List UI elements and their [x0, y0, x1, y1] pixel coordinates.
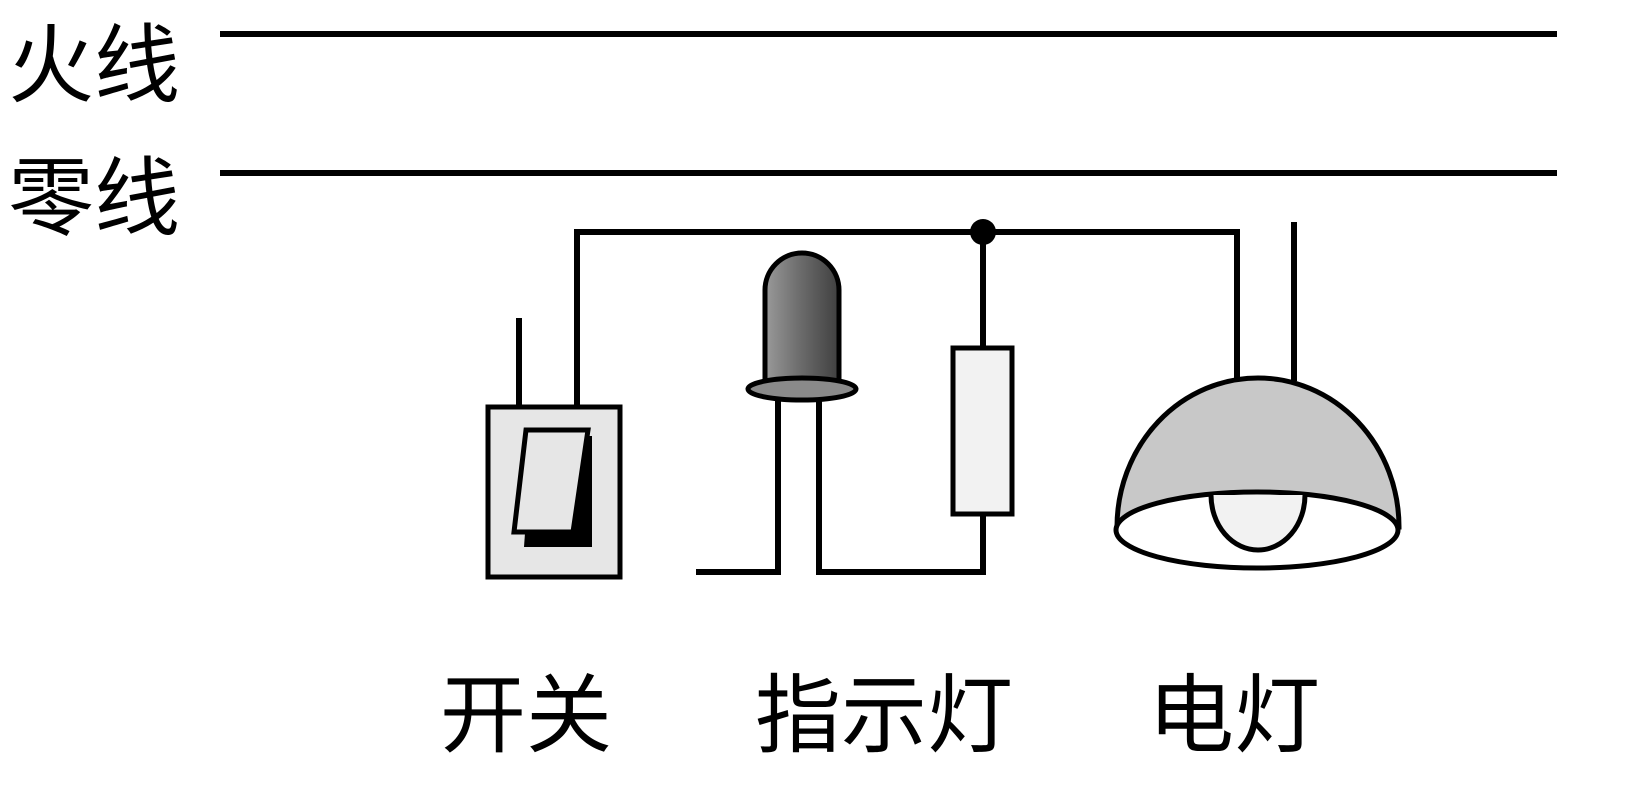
switch	[485, 318, 623, 580]
switch-rocker	[511, 427, 591, 535]
connecting-wire-top	[574, 229, 1240, 407]
live-wire-label: 火线	[8, 16, 180, 116]
neutral-wire-label: 零线	[8, 149, 180, 249]
lamp	[1113, 222, 1402, 571]
resistor	[950, 345, 1015, 517]
indicator-light-label: 指示灯	[755, 666, 1013, 766]
lamp-label: 电灯	[1148, 666, 1320, 766]
lamp-shade	[1114, 375, 1402, 530]
switch-label: 开关	[440, 666, 612, 766]
led-rim	[745, 375, 859, 403]
indicator-light	[696, 250, 986, 575]
led-lead-right	[816, 399, 986, 575]
lamp-bulb-icon	[1208, 494, 1308, 553]
led-lead-left	[696, 399, 781, 575]
led-dome	[762, 250, 842, 387]
